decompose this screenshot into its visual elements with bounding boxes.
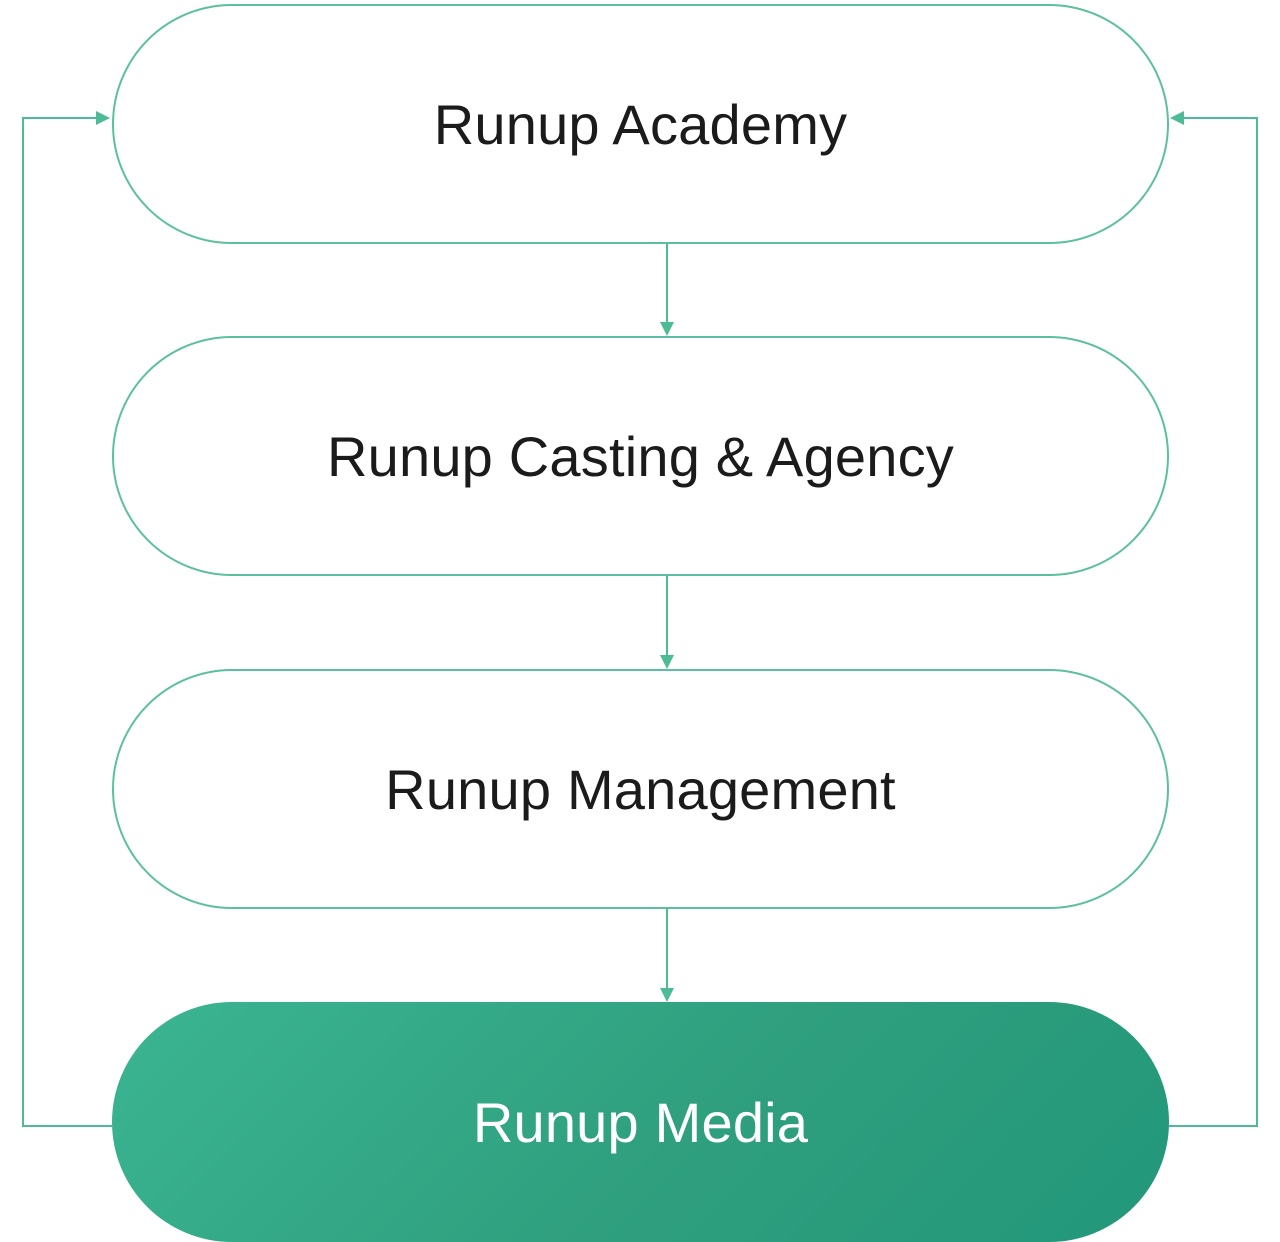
node-runup-academy: Runup Academy xyxy=(112,4,1169,244)
node-label: Runup Media xyxy=(472,1090,809,1154)
arrow-media-to-academy-right xyxy=(1169,111,1258,1127)
node-label: Runup Management xyxy=(385,757,896,821)
arrow-media-to-academy-left xyxy=(22,111,112,1127)
node-label: Runup Academy xyxy=(433,92,848,156)
node-runup-management: Runup Management xyxy=(112,669,1169,909)
node-runup-casting-agency: Runup Casting & Agency xyxy=(112,336,1169,576)
node-label: Runup Casting & Agency xyxy=(326,424,955,488)
node-runup-media: Runup Media xyxy=(112,1002,1169,1242)
